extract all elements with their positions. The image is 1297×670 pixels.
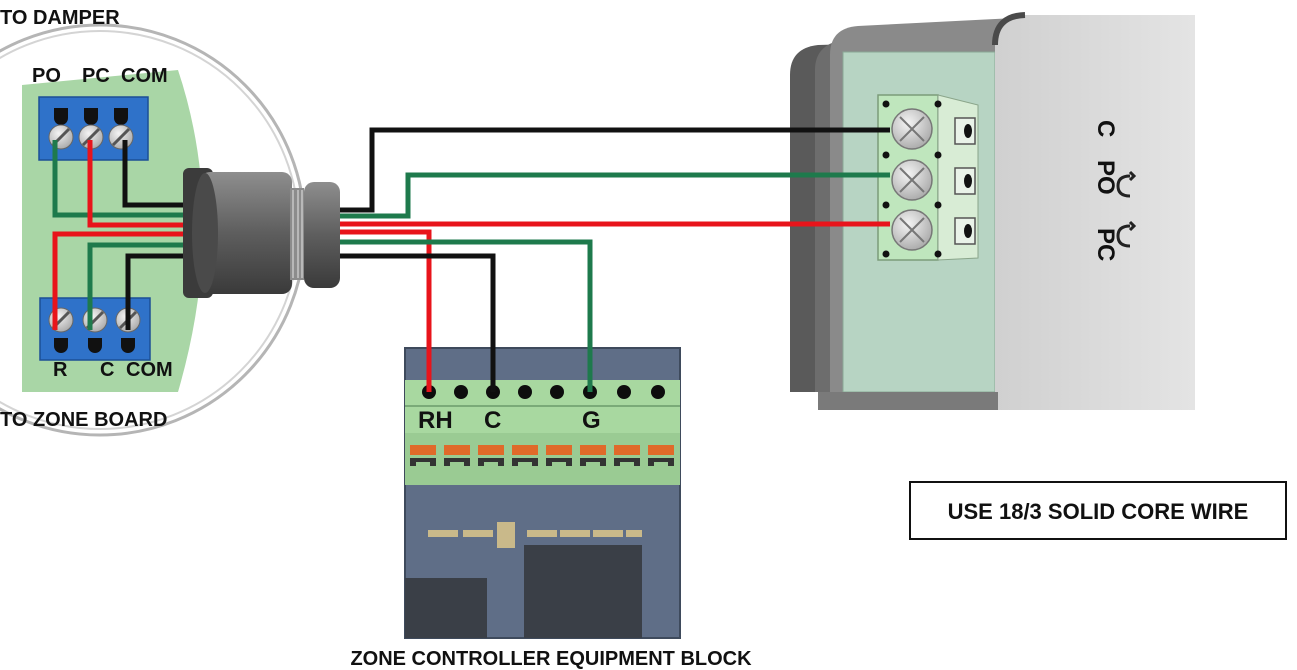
wires (52, 127, 890, 392)
controller-clamp-tabs (410, 445, 674, 466)
to-damper-label: TO DAMPER (0, 7, 120, 29)
actuator-body (790, 12, 1195, 410)
to-zone-board-label: TO ZONE BOARD (0, 409, 167, 431)
wire-note-box: USE 18/3 SOLID CORE WIRE (909, 481, 1287, 540)
zone-controller-block (404, 347, 681, 639)
rotation-arrow-po-icon (1116, 170, 1137, 198)
actuator-terminal-po: PO (1092, 160, 1119, 195)
actuator-terminal-c: C (1092, 120, 1119, 137)
damper-terminal-com: COM (121, 65, 168, 87)
black-wire-actuator (335, 127, 890, 213)
zone-terminal-r: R (53, 359, 68, 381)
controller-terminal-g: G (582, 407, 601, 434)
controller-terminal-c: C (484, 407, 501, 434)
black-wire-controller (335, 253, 496, 392)
controller-terminal-rh: RH (418, 407, 453, 434)
zone-terminal-com: COM (126, 359, 173, 381)
red-wire-controller (335, 229, 432, 392)
rotation-arrow-pc-icon (1116, 220, 1137, 248)
green-wire-actuator (335, 172, 890, 219)
green-wire-controller (335, 239, 593, 392)
actuator-screw (891, 108, 933, 251)
green-wire-damper (52, 140, 200, 218)
conduit-bushing (183, 168, 340, 298)
damper-terminal-pc: PC (82, 65, 110, 87)
black-wire-damper (122, 140, 200, 208)
actuator-terminal-pc: PC (1092, 228, 1119, 261)
zone-terminal-c: C (100, 359, 114, 381)
wire-note-text: USE 18/3 SOLID CORE WIRE (948, 499, 1249, 524)
green-wire-zone (87, 242, 200, 330)
zone-controller-label: ZONE CONTROLLER EQUIPMENT BLOCK (350, 648, 752, 670)
red-wire-zone (52, 231, 200, 330)
black-wire-zone (125, 253, 200, 330)
actuator-terminal-block (877, 94, 979, 261)
damper-terminal-po: PO (32, 65, 61, 87)
red-wire-damper (87, 140, 200, 228)
damper-screw (48, 124, 134, 150)
